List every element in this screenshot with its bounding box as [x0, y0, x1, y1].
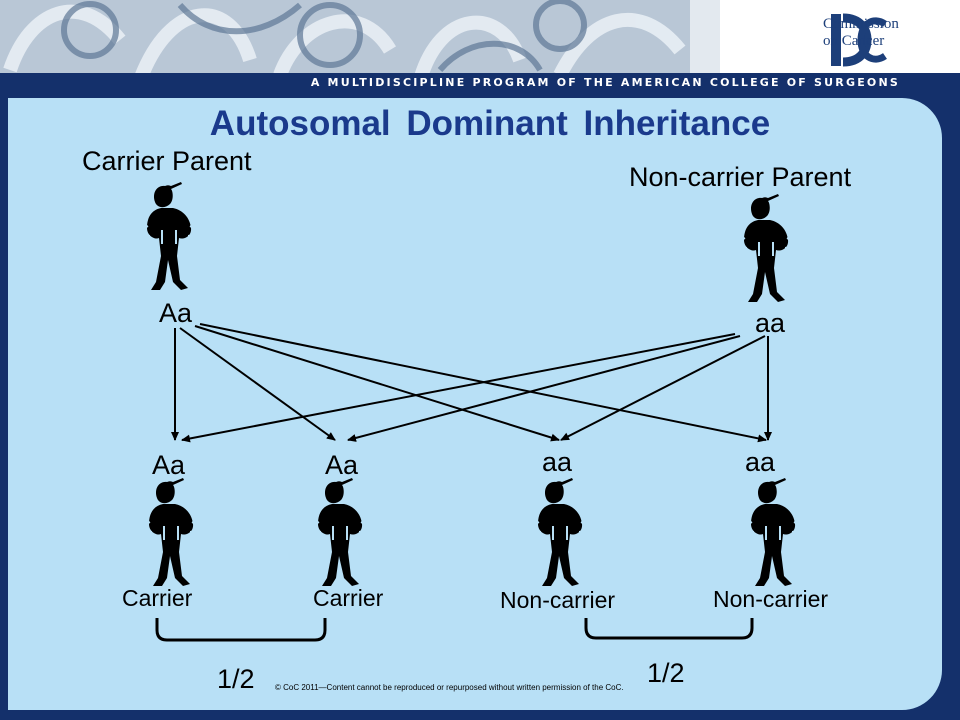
header-banner: Commission on Cancer [0, 0, 960, 75]
child-2-figure [314, 477, 366, 587]
child-1-genotype: Aa [152, 450, 186, 480]
arrow-noncarrier-to-child-3 [560, 335, 766, 441]
arrow-carrier-to-child-2 [179, 327, 336, 441]
tagline-text: A MULTIDISCIPLINE PROGRAM OF THE AMERICA… [310, 76, 900, 89]
child-1-status: Carrier [122, 585, 193, 611]
child-3-figure [534, 477, 586, 587]
child-4-status: Non-carrier [713, 586, 829, 612]
carrier-fraction: 1/2 [217, 664, 255, 694]
carrier-parent-genotype: Aa [159, 298, 193, 328]
slide-title: Autosomal Dominant Inheritance [209, 104, 771, 143]
carrier-bracket [155, 618, 327, 642]
child-4-genotype: aa [745, 447, 776, 477]
child-3-status: Non-carrier [500, 587, 616, 613]
noncarrier-parent-figure [740, 193, 792, 303]
noncarrier-parent-genotype: aa [755, 308, 786, 338]
child-2-genotype: Aa [325, 450, 359, 480]
logo-wordmark: Commission on Cancer [823, 16, 899, 50]
noncarrier-parent-label: Non-carrier Parent [629, 162, 852, 192]
arrow-carrier-to-child-3 [194, 325, 560, 442]
noncarrier-fraction: 1/2 [647, 658, 685, 688]
carrier-parent-label: Carrier Parent [82, 146, 252, 176]
inheritance-arrows [171, 323, 772, 443]
decorative-banner-art [0, 0, 720, 75]
tagline-bar: A MULTIDISCIPLINE PROGRAM OF THE AMERICA… [0, 73, 960, 94]
carrier-parent-figure [143, 181, 195, 291]
arrow-noncarrier-to-child-1 [181, 333, 736, 443]
logo-text-line2: on Cancer [823, 33, 885, 49]
noncarrier-bracket [584, 618, 754, 640]
logo-text-line1: Commission [823, 16, 899, 32]
child-2-status: Carrier [313, 585, 384, 611]
child-3-genotype: aa [542, 447, 573, 477]
child-4-figure [747, 477, 799, 587]
arrow-noncarrier-to-child-2 [347, 335, 741, 442]
coc-logo-icon [831, 13, 887, 67]
child-1-figure [145, 477, 197, 587]
copyright-notice: © CoC 2011—Content cannot be reproduced … [275, 683, 624, 692]
